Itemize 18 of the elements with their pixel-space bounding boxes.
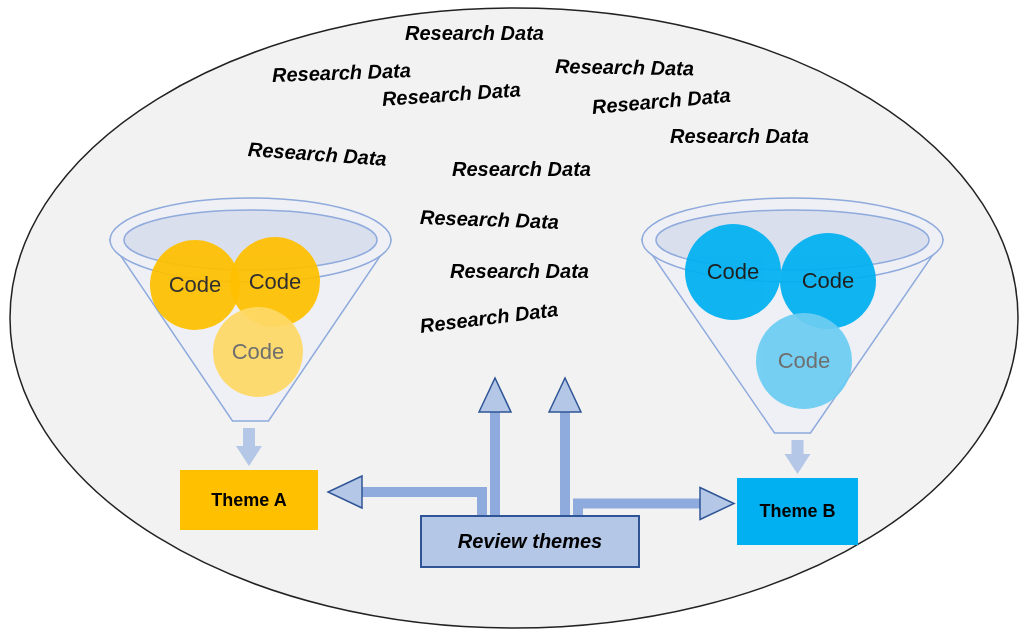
- data-label: Research Data: [418, 298, 560, 338]
- block-arrow: [236, 428, 262, 466]
- data-label: Research Data: [419, 206, 560, 234]
- theme-box: Theme B: [737, 478, 858, 545]
- block-arrow: [478, 377, 512, 515]
- block-arrow: [784, 440, 811, 474]
- review-box: Review themes: [420, 515, 640, 568]
- data-label: Research Data: [247, 138, 388, 171]
- data-label: Research Data: [670, 125, 809, 148]
- data-label: Research Data: [452, 158, 591, 181]
- theme-box: Theme A: [180, 470, 318, 530]
- data-label: Research Data: [450, 260, 589, 283]
- data-label: Research Data: [591, 83, 732, 119]
- block-arrow: [327, 475, 487, 515]
- block-arrow: [573, 486, 735, 521]
- block-arrow: [548, 377, 582, 515]
- data-label: Research Data: [554, 55, 695, 81]
- data-label: Research Data: [405, 22, 544, 45]
